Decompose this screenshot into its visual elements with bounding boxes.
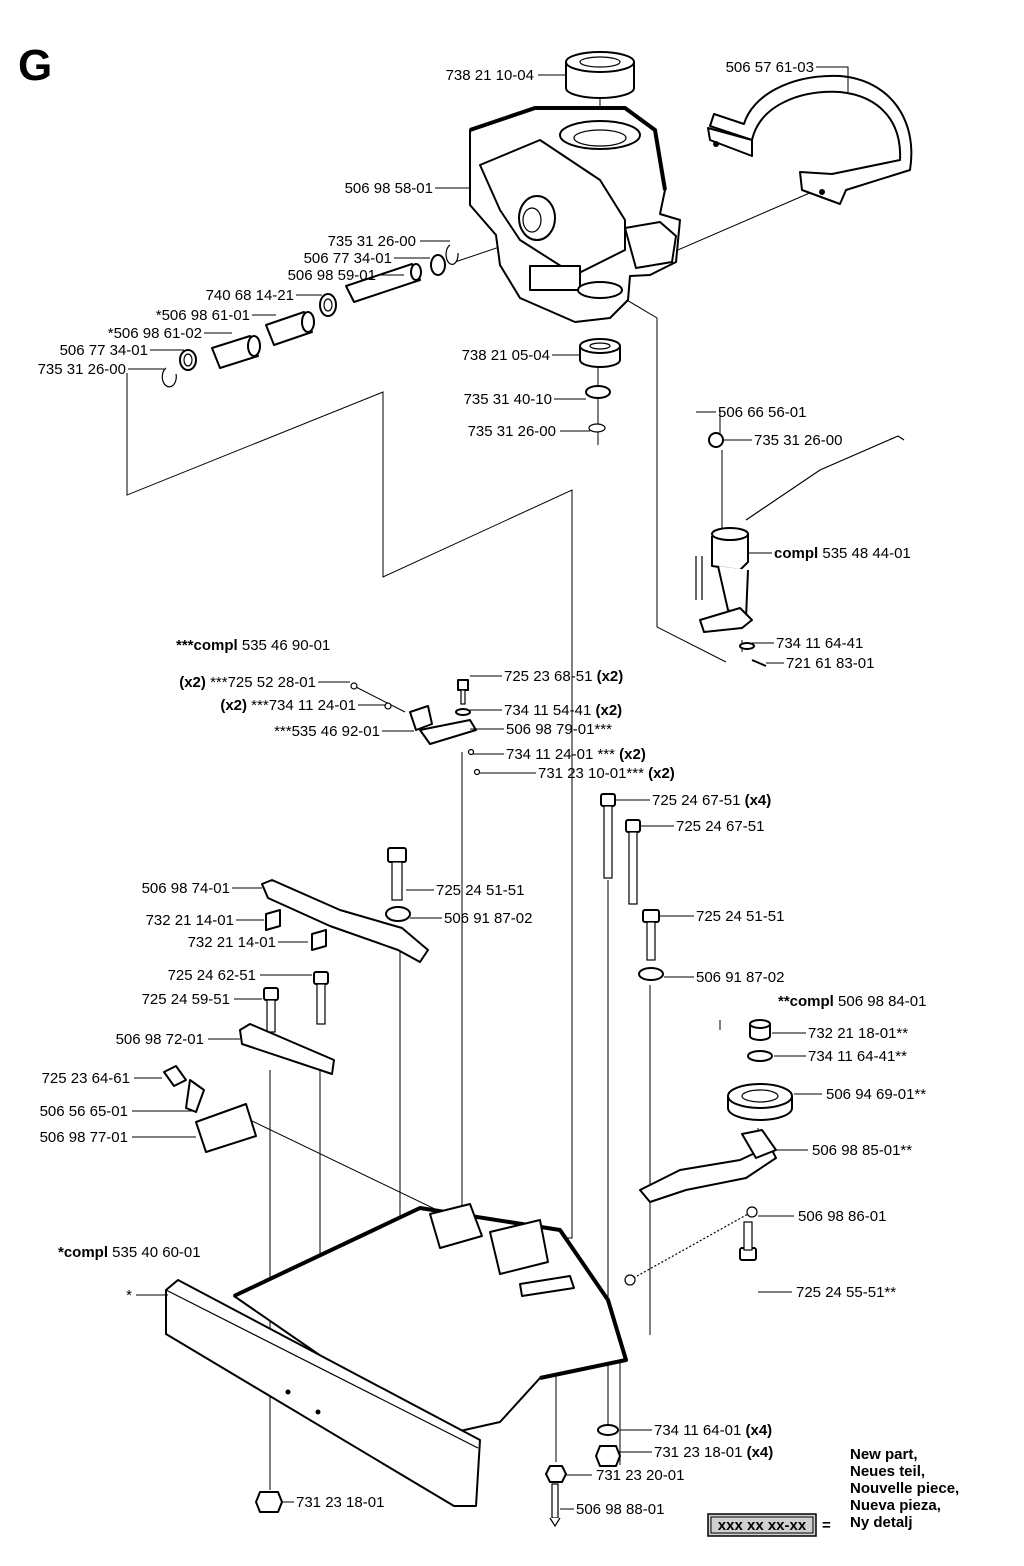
part-label: 734 11 54-41 (x2) <box>504 702 622 719</box>
part-label: *506 98 61-02 <box>108 325 202 342</box>
part-label: *506 98 61-01 <box>156 307 250 324</box>
legend-box-text: xxx xx xx-xx <box>718 1517 807 1534</box>
part-label: **compl 506 98 84-01 <box>778 993 926 1010</box>
part-label: ***compl 535 46 90-01 <box>176 637 330 654</box>
part-label: 725 23 68-51 (x2) <box>504 668 623 685</box>
part-label: 506 77 34-01 <box>60 342 148 359</box>
part-label: 506 91 87-02 <box>444 910 532 927</box>
switch-group <box>350 679 481 776</box>
part-label: 734 11 64-41 <box>776 635 863 652</box>
part-label: 735 31 40-10 <box>464 391 552 408</box>
part-label: 725 24 51-51 <box>436 882 524 899</box>
part-label: 734 11 24-01 *** (x2) <box>506 746 646 763</box>
part-label: 506 98 88-01 <box>576 1501 664 1518</box>
bottom-hardware <box>255 1424 621 1528</box>
part-label: 506 57 61-03 <box>726 59 814 76</box>
part-label: 725 24 55-51** <box>796 1284 896 1301</box>
base-frame <box>165 1203 628 1507</box>
part-label: 731 23 18-01 <box>296 1494 384 1511</box>
top-bearing <box>565 51 635 99</box>
pulley-group <box>639 1019 793 1203</box>
lower-bearing <box>579 338 621 433</box>
part-label: 506 98 74-01 <box>142 880 230 897</box>
legend-line: Nueva pieza, <box>850 1497 941 1514</box>
part-label: 506 98 77-01 <box>40 1129 128 1146</box>
part-label: compl 535 48 44-01 <box>774 545 911 562</box>
part-label: 731 23 18-01 (x4) <box>654 1444 773 1461</box>
leader-lines <box>128 66 849 1510</box>
part-label: 735 31 26-00 <box>468 423 556 440</box>
housing-casting <box>469 106 681 323</box>
part-label: 725 24 67-51 (x4) <box>652 792 771 809</box>
part-label: 734 11 64-01 (x4) <box>654 1422 772 1439</box>
part-label: 506 98 85-01** <box>812 1142 912 1159</box>
part-label: 740 68 14-21 <box>206 287 294 304</box>
part-label: 506 66 56-01 <box>718 404 806 421</box>
part-label: (x2) ***725 52 28-01 <box>179 674 316 691</box>
part-label: 732 21 14-01 <box>146 912 234 929</box>
legend-line: Ny detalj <box>850 1514 913 1531</box>
part-label: 506 98 58-01 <box>345 180 433 197</box>
part-label: 731 23 10-01*** (x2) <box>538 765 675 782</box>
part-label: 725 24 51-51 <box>696 908 784 925</box>
castor-fork <box>695 432 905 667</box>
long-bolts <box>600 793 664 981</box>
part-label: 506 56 65-01 <box>40 1103 128 1120</box>
part-label: 734 11 64-41** <box>808 1048 907 1065</box>
legend-swatch-box <box>707 1513 817 1537</box>
part-label: 738 21 10-04 <box>446 67 534 84</box>
part-label: 725 23 64-61 <box>42 1070 130 1087</box>
part-label: 506 98 59-01 <box>288 267 376 284</box>
part-label: 735 31 26-00 <box>328 233 416 250</box>
part-label: 731 23 20-01 <box>596 1467 684 1484</box>
part-label: 506 98 72-01 <box>116 1031 204 1048</box>
part-label: 732 21 14-01 <box>188 934 276 951</box>
part-label: ***535 46 92-01 <box>274 723 380 740</box>
part-labels: 738 21 10-04 506 57 61-03 506 98 58-01 7… <box>38 59 927 1518</box>
part-label: 506 94 69-01** <box>826 1086 926 1103</box>
part-label: 725 24 59-51 <box>142 991 230 1008</box>
block-plate <box>239 971 335 1075</box>
link-bar <box>261 847 429 963</box>
spring <box>624 1206 758 1286</box>
legend-line: Nouvelle piece, <box>850 1480 959 1497</box>
part-label: 725 24 67-51 <box>676 818 764 835</box>
new-part-legend: xxx xx xx-xx = New part, Neues teil, Nou… <box>707 1446 959 1537</box>
part-label: 735 31 26-00 <box>754 432 842 449</box>
part-label: 506 77 34-01 <box>304 250 392 267</box>
shaft-assembly <box>161 244 459 388</box>
part-label: 506 91 87-02 <box>696 969 784 986</box>
part-label: 506 98 79-01*** <box>506 721 612 738</box>
section-letter: G <box>18 41 52 90</box>
part-label: 738 21 05-04 <box>462 347 550 364</box>
legend-equals: = <box>822 1517 831 1534</box>
bracket <box>163 1065 257 1153</box>
clamp-strap <box>707 74 913 205</box>
part-label: 725 24 62-51 <box>168 967 256 984</box>
part-label: 735 31 26-00 <box>38 361 126 378</box>
legend-line: New part, <box>850 1446 918 1463</box>
legend-line: Neues teil, <box>850 1463 925 1480</box>
part-label: * <box>126 1287 132 1304</box>
part-label: 506 98 86-01 <box>798 1208 886 1225</box>
part-label: *compl 535 40 60-01 <box>58 1244 201 1261</box>
part-label: 721 61 83-01 <box>786 655 874 672</box>
part-label: (x2) ***734 11 24-01 <box>220 697 356 714</box>
part-label: 732 21 18-01** <box>808 1025 908 1042</box>
